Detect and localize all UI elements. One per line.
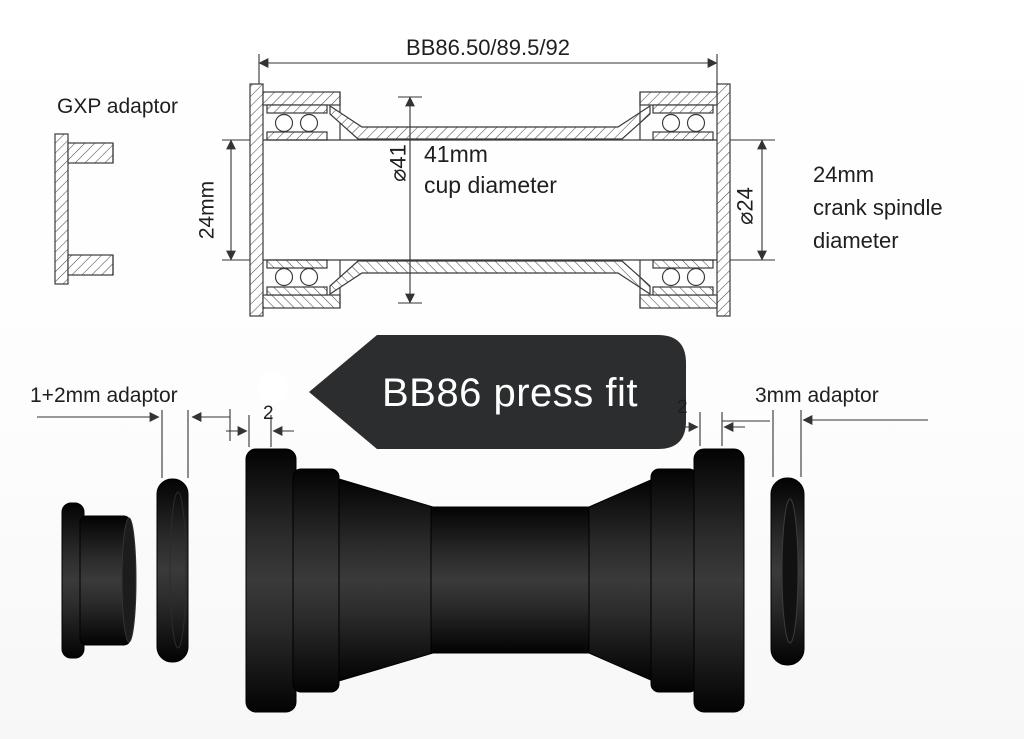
left-cup-flange bbox=[249, 83, 264, 317]
bearing-ball bbox=[686, 113, 706, 133]
left-spacer-ring-product bbox=[156, 478, 189, 663]
right-adaptor-label: 3mm adaptor bbox=[755, 384, 879, 407]
spindle-diameter-text: 24mm crank spindle diameter bbox=[813, 162, 943, 253]
bearing-ball bbox=[299, 113, 319, 133]
spindle-diameter-symbol: ⌀24 bbox=[732, 187, 758, 225]
right-gap-label: 2 bbox=[677, 397, 688, 418]
gxp-adaptor-label: GXP adaptor bbox=[57, 95, 179, 118]
dimension-lines bbox=[37, 54, 928, 478]
right-cup-flange bbox=[716, 83, 731, 317]
right-spacer-ring-product bbox=[770, 477, 805, 666]
left-adaptor-label: 1+2mm adaptor bbox=[30, 384, 178, 407]
shell-top-half bbox=[262, 91, 718, 141]
bb-product-photo bbox=[245, 448, 745, 713]
cup-diameter-text: 41mm cup diameter bbox=[424, 141, 557, 199]
top-dimension-label: BB86.50/89.5/92 bbox=[406, 35, 570, 60]
bearing-ball bbox=[661, 113, 681, 133]
left-bore-label: 24mm bbox=[195, 180, 219, 240]
callout-shape bbox=[309, 335, 686, 449]
callout-label: BB86 press fit bbox=[381, 371, 638, 415]
cup-diameter-symbol: ⌀41 bbox=[385, 144, 411, 182]
bearing-ball bbox=[274, 113, 294, 133]
white-dot bbox=[257, 372, 289, 404]
gxp-cup-product bbox=[61, 502, 137, 659]
left-gap-label: 2 bbox=[263, 403, 274, 424]
cross-section-drawing bbox=[54, 83, 731, 317]
sleeve-wall bbox=[329, 104, 651, 140]
callout-tag bbox=[257, 335, 686, 449]
gxp-adaptor-drawing bbox=[54, 133, 114, 285]
product-photos bbox=[61, 448, 805, 713]
